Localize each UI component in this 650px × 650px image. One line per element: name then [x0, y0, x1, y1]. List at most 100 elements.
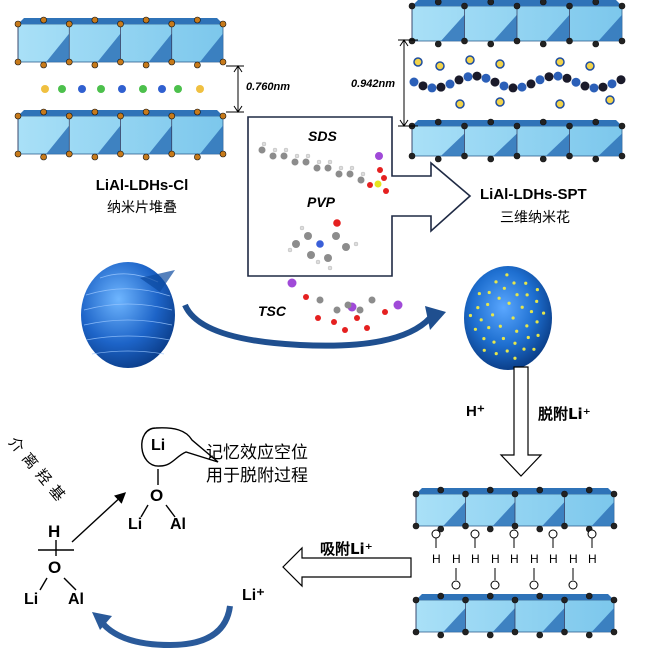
ldh-h-bottom-layer — [412, 592, 618, 639]
carbon-atom — [332, 232, 340, 240]
oxygen-atom — [529, 580, 539, 590]
adsorbed-li-dot — [497, 296, 501, 300]
carbon-atom — [316, 296, 324, 304]
cycle-curve-arrow — [92, 605, 233, 649]
adsorbed-li-dot — [529, 309, 534, 314]
chain-atom — [490, 77, 500, 87]
atom — [486, 592, 494, 600]
atom — [14, 20, 22, 28]
chain-atom — [472, 71, 482, 81]
octahedron-face — [46, 33, 70, 62]
adsorbed-li-dot — [526, 335, 530, 340]
atom — [65, 112, 73, 120]
atom — [536, 592, 544, 600]
atom — [412, 596, 420, 604]
adsorbed-li-dot — [536, 333, 540, 337]
atom — [408, 37, 416, 45]
atom — [168, 58, 176, 66]
octahedron-face — [97, 33, 121, 62]
atom — [513, 152, 521, 160]
atom — [168, 20, 176, 28]
carbon-atom — [307, 251, 315, 259]
atom — [65, 20, 73, 28]
atom — [40, 153, 47, 161]
head-group — [605, 95, 615, 105]
atom — [539, 118, 547, 126]
adsorbed-li-dot — [498, 324, 502, 328]
vacancy-note-line2: 用于脱附过程 — [206, 466, 308, 486]
sodium-atom — [393, 300, 403, 310]
chain-atom — [580, 81, 590, 91]
atom — [117, 112, 124, 120]
chain-atom — [535, 75, 545, 85]
atom-al-left: Al — [68, 591, 84, 608]
atom — [91, 108, 99, 116]
interlayer-ion — [196, 85, 204, 93]
hydrogen-atom — [315, 259, 321, 265]
octahedron-face — [545, 14, 570, 41]
atom — [461, 37, 468, 45]
atom — [585, 592, 593, 600]
atom-al-upper: Al — [170, 516, 186, 533]
atom — [461, 122, 468, 130]
atom — [434, 118, 442, 126]
atom — [566, 152, 573, 160]
atom — [14, 150, 22, 158]
interlayer-ion — [78, 85, 86, 93]
atom — [511, 596, 519, 604]
hydrogen-atom — [349, 165, 355, 171]
atom — [194, 108, 201, 116]
octahedron-face — [591, 502, 614, 526]
atom — [91, 61, 99, 69]
ldh-spt-interlayer-surfactant — [409, 55, 626, 109]
adsorbed-li-dot — [476, 306, 480, 310]
head-group — [585, 61, 595, 71]
oxygen-atom — [470, 529, 480, 539]
chain-atom — [409, 77, 419, 87]
atom — [592, 40, 600, 48]
ldh-cl-bottom-layer — [14, 108, 227, 161]
octahedron-face — [148, 33, 172, 62]
atom — [513, 37, 521, 45]
adsorbed-li-dot — [515, 329, 519, 333]
oxygen-atom — [509, 529, 519, 539]
chain-atom — [562, 73, 572, 83]
adsorbed-li-dot — [479, 318, 483, 322]
oxygen-atom — [342, 327, 348, 333]
atom — [412, 490, 420, 498]
chain-atom — [418, 81, 428, 91]
adsorbed-li-dot — [468, 313, 473, 318]
ldh-spt-name: LiAl-LDHs-SPT — [480, 186, 587, 203]
carbon-atom — [313, 164, 321, 172]
atom — [610, 522, 618, 530]
octahedron-face — [598, 14, 622, 41]
atom — [437, 631, 445, 639]
carbon-atom — [292, 240, 300, 248]
atom — [561, 490, 568, 498]
carbon-atom — [302, 158, 310, 166]
adsorbed-li-dot — [541, 311, 546, 315]
octahedron-face — [199, 125, 223, 154]
hydrogen-atom — [299, 225, 305, 231]
atom — [168, 112, 176, 120]
atom — [539, 0, 547, 6]
atom — [513, 2, 521, 10]
adsorbed-li-dot — [505, 273, 509, 277]
spacing-marker-right — [398, 39, 418, 127]
atom-h-left: H — [48, 522, 61, 541]
atom — [610, 490, 618, 498]
atom — [566, 2, 573, 10]
head-group — [495, 59, 505, 69]
atom — [618, 37, 626, 45]
adsorbed-li-dot — [515, 293, 519, 297]
spacing-label-right: 0.942nm — [351, 78, 396, 90]
atom — [408, 2, 416, 10]
atom — [539, 40, 547, 48]
oxygen-atom — [303, 294, 309, 300]
atom — [487, 118, 495, 126]
atom — [513, 122, 521, 130]
interlayer-ion — [41, 85, 49, 93]
hydrogen-label: H — [510, 552, 519, 566]
atom — [511, 522, 519, 530]
